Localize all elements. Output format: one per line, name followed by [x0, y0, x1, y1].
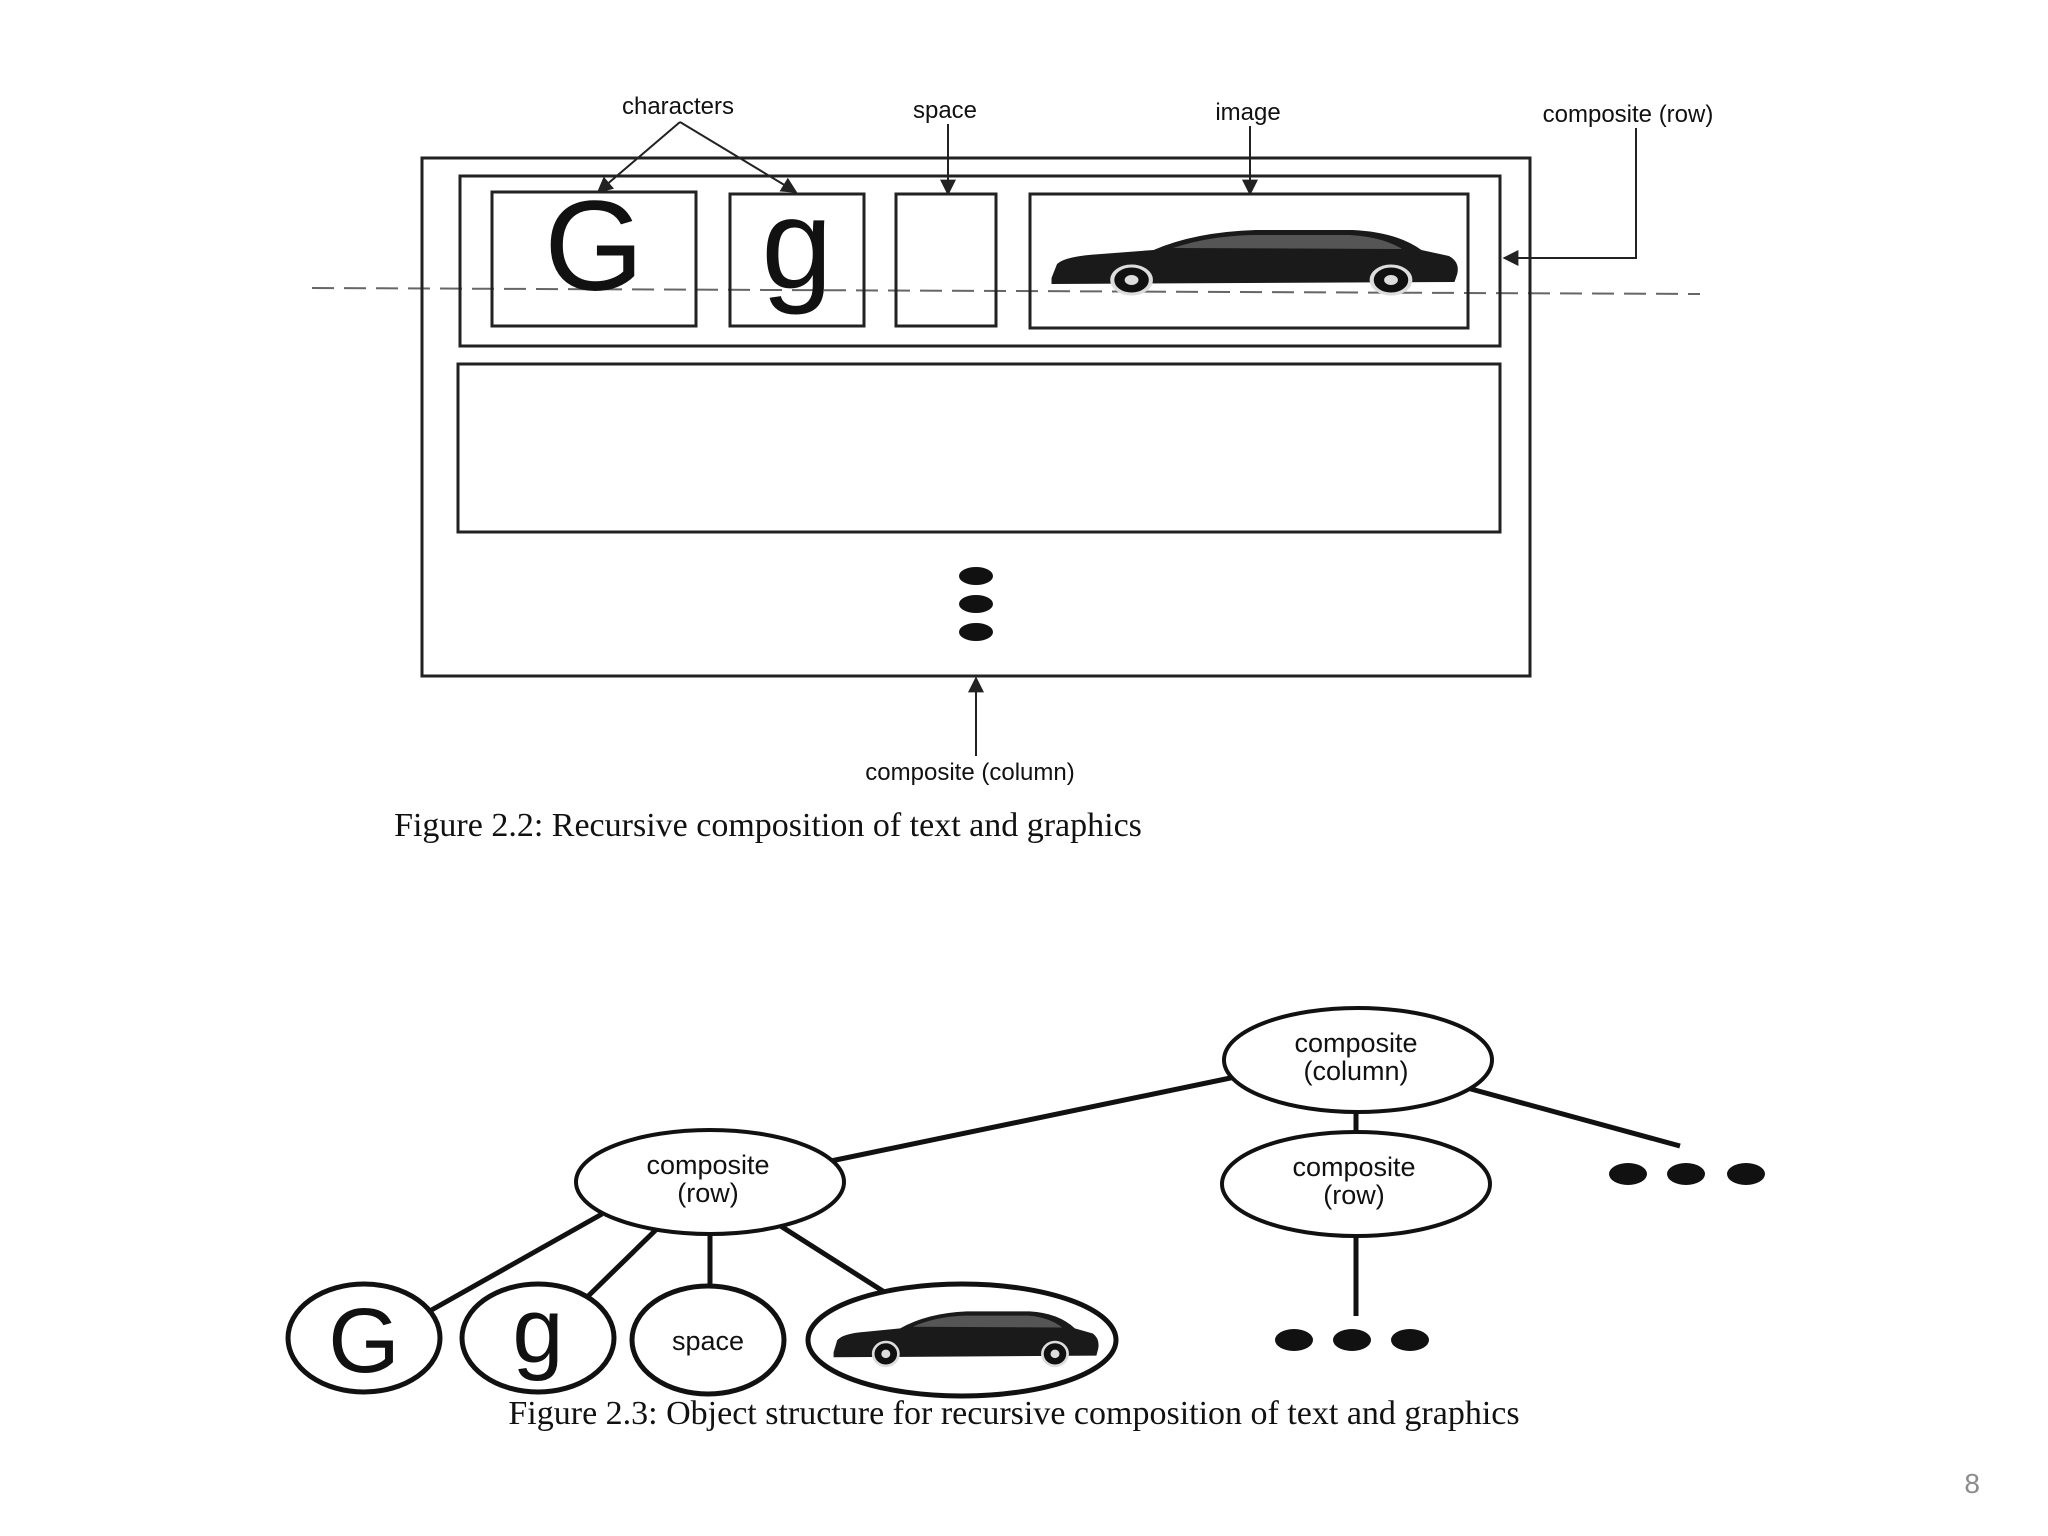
composite-row-box-2: [456, 362, 1502, 534]
arrow-characters-lower: [679, 121, 798, 193]
node-composite-column: [1222, 1006, 1494, 1114]
ellipsis-dot: [1727, 1163, 1765, 1185]
node-row1-line2: (row): [677, 1178, 739, 1208]
edge-row1-upper: [426, 1211, 604, 1315]
ellipsis-dot: [1275, 1329, 1313, 1351]
node-row2-line2: (row): [1323, 1180, 1385, 1210]
label-characters: characters: [622, 93, 734, 120]
ellipsis-dot: [1609, 1163, 1647, 1185]
caption-figure-2-2: Figure 2.2: Recursive composition of tex…: [394, 807, 1142, 844]
composite-row-box: [458, 174, 1502, 348]
edge-root-row1: [825, 1073, 1241, 1165]
node-root-line1: composite: [1294, 1028, 1417, 1058]
ellipsis-dot: [959, 595, 993, 613]
car-image-icon: [1052, 230, 1458, 294]
node-row1-line1: composite: [646, 1150, 769, 1180]
ellipsis-dot: [1333, 1329, 1371, 1351]
ellipsis-dot: [959, 567, 993, 585]
edge-row1-lower: [576, 1218, 668, 1308]
page-number: 8: [1964, 1468, 1980, 1499]
character-box-lower: [728, 192, 866, 328]
node-root-line2: (column): [1303, 1056, 1408, 1086]
leaf-lower-g-glyph: g: [512, 1280, 563, 1382]
glyph-lower-g: g: [761, 173, 832, 316]
label-composite-column: composite (column): [865, 759, 1074, 786]
figure-2-2: characters space image composite (row) G…: [311, 93, 1714, 844]
label-composite-row: composite (row): [1543, 101, 1714, 128]
label-space: space: [913, 97, 977, 124]
ellipsis-dot: [1667, 1163, 1705, 1185]
node-row2-line1: composite: [1292, 1152, 1415, 1182]
arrow-characters-upper: [596, 121, 681, 194]
leaf-upper-g-glyph: G: [328, 1290, 400, 1392]
baseline-dashed-line: [311, 287, 1701, 295]
node-composite-row-2: [1220, 1130, 1492, 1238]
arrow-composite-row: [1502, 128, 1637, 266]
leaf-upper-g: [285, 1281, 443, 1395]
edge-row1-image: [766, 1215, 902, 1305]
edge-root-more: [1459, 1083, 1681, 1149]
character-box-upper: [490, 190, 698, 328]
caption-figure-2-3: Figure 2.3: Object structure for recursi…: [508, 1395, 1519, 1432]
ellipsis-dot: [1391, 1329, 1429, 1351]
leaf-space-label: space: [672, 1326, 744, 1356]
leaf-space: [629, 1283, 787, 1397]
label-image: image: [1215, 99, 1280, 126]
ellipsis-dot: [959, 623, 993, 641]
node-composite-row-1: [574, 1128, 846, 1236]
figure-2-3: composite (column) composite (row) compo…: [285, 1006, 1765, 1432]
glyph-upper-g: G: [544, 175, 644, 318]
space-box: [894, 192, 998, 328]
composite-column-box: [420, 156, 1532, 678]
leaf-lower-g: [459, 1281, 617, 1395]
